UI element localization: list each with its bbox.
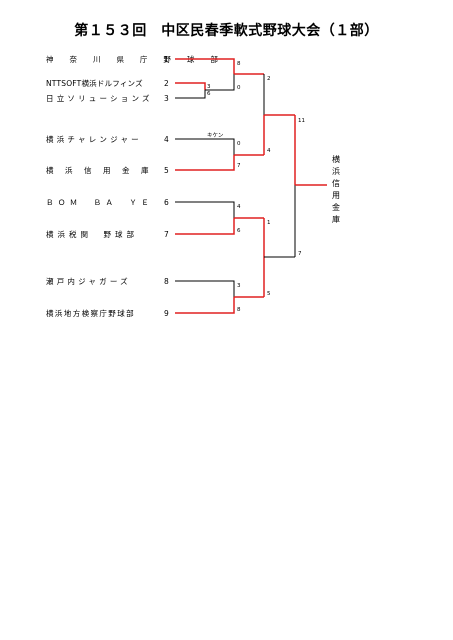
team-6: ＢＯＭ ＢＡ ＹＥ 6 xyxy=(46,198,169,208)
team-8-name: 瀬戸内ジャガーズ xyxy=(46,277,131,286)
score-final-top: 11 xyxy=(298,118,305,124)
champion-name: 横浜信用金庫 xyxy=(332,155,340,224)
score-sf1-top: 2 xyxy=(267,76,271,82)
score-m2-bottom: 7 xyxy=(237,163,241,169)
team-9: 横浜地方検察庁野球部 9 xyxy=(46,309,169,319)
score-sf1-bottom: 4 xyxy=(267,148,271,154)
team-4: 横浜チャレンジャー 4 xyxy=(46,135,169,145)
score-m4-top: 3 xyxy=(237,283,241,289)
team-3-name: 日立ソリューションズ xyxy=(46,94,153,103)
page-title: 第１５３回 中区民春季軟式野球大会（１部） xyxy=(74,23,379,39)
team-9-seed: 9 xyxy=(164,309,169,318)
score-sf2-bottom: 5 xyxy=(267,291,271,297)
score-m4-bottom: 8 xyxy=(237,307,241,313)
team-7: 横浜税関 野球部 7 xyxy=(46,230,169,240)
team-5-seed: 5 xyxy=(164,166,169,175)
team-7-name: 横浜税関 野球部 xyxy=(46,230,138,239)
score-m1-bottom: 0 xyxy=(237,85,241,91)
score-final-bottom: 7 xyxy=(298,251,302,257)
team-6-name: ＢＯＭ ＢＡ ＹＥ xyxy=(46,198,154,207)
team-5-name: 横 浜 信 用 金 庫 xyxy=(46,166,151,175)
line-team-4 xyxy=(175,138,235,155)
line-team-9 xyxy=(175,297,235,314)
team-4-seed: 4 xyxy=(164,135,169,144)
score-m2-top: 0 xyxy=(237,141,241,147)
team-4-name: 横浜チャレンジャー xyxy=(46,135,142,144)
score-prelim-bottom: 6 xyxy=(207,91,211,97)
team-3: 日立ソリューションズ 3 xyxy=(46,94,169,104)
forfeit-note: キケン xyxy=(207,133,224,139)
line-team-2 xyxy=(175,82,206,90)
team-2-name: NTTSOFT横浜ドルフィンズ xyxy=(46,79,143,88)
team-8: 瀬戸内ジャガーズ 8 xyxy=(46,277,169,287)
line-team-1 xyxy=(175,58,235,74)
score-m3-top: 4 xyxy=(237,204,241,210)
team-8-seed: 8 xyxy=(164,277,169,286)
team-2: NTTSOFT横浜ドルフィンズ 2 xyxy=(46,79,169,89)
score-prelim-top: 3 xyxy=(207,84,211,90)
line-team-5 xyxy=(175,155,235,171)
line-team-8 xyxy=(175,280,235,297)
score-sf2-top: 1 xyxy=(267,220,271,226)
team-3-seed: 3 xyxy=(164,94,169,103)
line-team-3 xyxy=(175,90,206,99)
team-6-seed: 6 xyxy=(164,198,169,207)
team-7-seed: 7 xyxy=(164,230,169,239)
score-m3-bottom: 6 xyxy=(237,228,241,234)
line-prelim-winner xyxy=(205,74,235,91)
team-9-name: 横浜地方検察庁野球部 xyxy=(46,309,135,318)
line-team-7 xyxy=(175,218,235,235)
team-5: 横 浜 信 用 金 庫 5 xyxy=(46,166,169,176)
team-2-seed: 2 xyxy=(164,79,169,88)
team-1-seed: 1 xyxy=(164,55,169,64)
score-m1-top: 8 xyxy=(237,61,241,67)
line-team-6 xyxy=(175,201,235,218)
